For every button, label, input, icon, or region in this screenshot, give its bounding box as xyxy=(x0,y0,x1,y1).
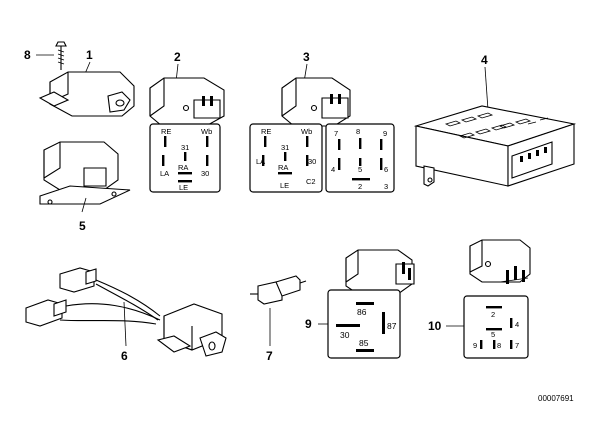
pin-la: LA xyxy=(160,169,169,178)
pin-30: 30 xyxy=(340,330,350,340)
pin-9: 9 xyxy=(473,341,477,350)
pin-3: 3 xyxy=(384,182,388,191)
pin-9: 9 xyxy=(383,129,387,138)
pin-re: RE xyxy=(261,127,271,136)
pin-7: 7 xyxy=(515,341,519,350)
pin-6: 6 xyxy=(384,165,388,174)
pin-30: 30 xyxy=(201,169,209,178)
pin-2: 2 xyxy=(491,310,495,319)
callout-6: 6 xyxy=(121,349,128,363)
diagram-reference-number: 00007691 xyxy=(538,394,574,403)
callout-5: 5 xyxy=(79,219,86,233)
pin-8: 8 xyxy=(356,127,360,136)
pin-ra: RA xyxy=(278,163,288,172)
pin-diagram-b: RE Wb 31 RA LA 30 C2 LE xyxy=(249,123,323,193)
pin-diagram-d: 9 86 87 30 85 xyxy=(305,289,401,359)
pin-wb: Wb xyxy=(301,127,312,136)
pin-87: 87 xyxy=(387,321,397,331)
pin-5: 5 xyxy=(491,330,495,339)
pin-86: 86 xyxy=(357,307,367,317)
callout-10: 10 xyxy=(428,319,442,333)
part-10-relay xyxy=(469,239,531,284)
callout-4: 4 xyxy=(481,53,488,67)
pin-wb: Wb xyxy=(201,127,212,136)
pin-8: 8 xyxy=(497,341,501,350)
pin-le: LE xyxy=(179,183,188,192)
pin-diagram-c: 7 8 9 4 5 6 2 3 xyxy=(325,123,395,193)
part-4-control-module: 4 xyxy=(413,53,577,187)
part-9-relay xyxy=(345,249,415,295)
pin-31: 31 xyxy=(181,143,189,152)
pin-c2: C2 xyxy=(306,177,316,186)
callout-9: 9 xyxy=(305,317,312,331)
pin-diagram-e: 10 2 4 5 9 8 7 xyxy=(428,295,529,359)
callout-1: 1 xyxy=(86,48,93,62)
pin-la: LA xyxy=(256,157,265,166)
pin-30: 30 xyxy=(308,157,316,166)
part-5-relay-mount: 5 xyxy=(39,141,131,233)
pin-ra: RA xyxy=(178,163,188,172)
part-8-screw: 8 xyxy=(24,41,67,70)
part-2-relay: 2 xyxy=(149,50,225,127)
pin-2: 2 xyxy=(358,182,362,191)
part-6-wiring-harness: 6 xyxy=(25,267,227,363)
pin-re: RE xyxy=(161,127,171,136)
pin-4: 4 xyxy=(331,165,335,174)
pin-4: 4 xyxy=(515,320,519,329)
callout-8: 8 xyxy=(24,48,31,62)
pin-diagram-a: RE Wb 31 RA LA 30 LE xyxy=(149,123,221,193)
pin-le: LE xyxy=(280,181,289,190)
part-7-plug: 7 xyxy=(250,275,307,363)
part-3-relay: 3 xyxy=(281,50,351,127)
pin-85: 85 xyxy=(359,338,369,348)
part-1-relay: 1 xyxy=(38,48,135,117)
pin-7: 7 xyxy=(334,129,338,138)
callout-3: 3 xyxy=(303,50,310,64)
pin-5: 5 xyxy=(358,165,362,174)
callout-7: 7 xyxy=(266,349,273,363)
callout-2: 2 xyxy=(174,50,181,64)
pin-31: 31 xyxy=(281,143,289,152)
